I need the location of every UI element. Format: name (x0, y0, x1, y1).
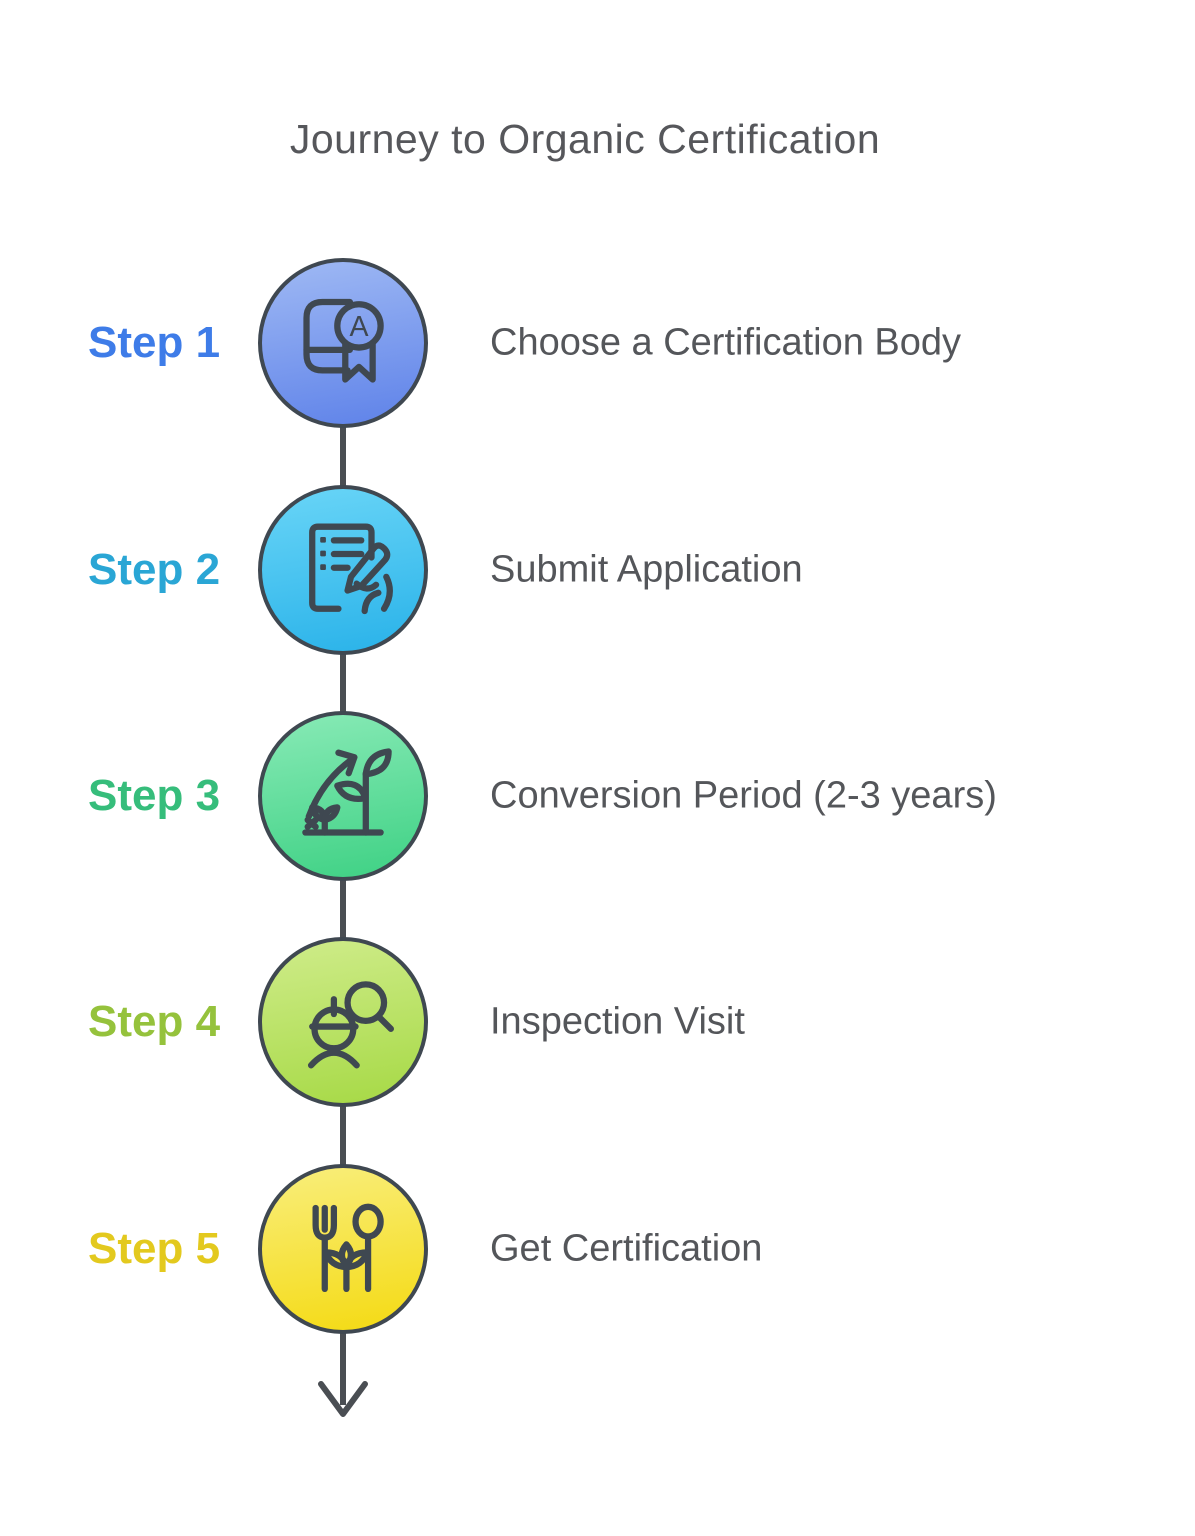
step-2-circle (258, 485, 428, 655)
plant-growth-icon (302, 748, 392, 836)
page-title: Journey to Organic Certification (289, 116, 881, 162)
arrow-down-icon (318, 1381, 368, 1417)
step-row-1: Step 1 A Choose a Certification Body (0, 258, 1195, 428)
step-row-4: Step 4 Inspection Visit (0, 937, 1195, 1107)
step-4-circle (258, 937, 428, 1107)
step-5-label: Step 5 (88, 1224, 221, 1273)
step-3-description: Conversion Period (2-3 years) (490, 774, 997, 817)
badge-letter: A (349, 311, 368, 343)
inspector-magnifier-icon (307, 981, 395, 1069)
step-3-circle (258, 711, 428, 881)
step-2-description: Submit Application (490, 548, 803, 591)
application-form-icon (309, 523, 393, 615)
step-1-label: Step 1 (88, 318, 221, 367)
step-4-description: Inspection Visit (490, 1000, 745, 1043)
step-1-circle: A (258, 258, 428, 428)
step-2-label: Step 2 (88, 545, 221, 594)
step-5-circle (258, 1164, 428, 1334)
step-3-label: Step 3 (88, 771, 221, 820)
step-4-label: Step 4 (88, 997, 221, 1046)
fork-spoon-leaf-icon (312, 1203, 384, 1293)
step-1-description: Choose a Certification Body (490, 321, 962, 364)
step-row-5: Step 5 Get Certification (0, 1164, 1195, 1334)
certificate-badge-icon: A (303, 298, 384, 383)
step-5-description: Get Certification (490, 1227, 763, 1270)
step-row-2: Step 2 Submit Application (0, 485, 1195, 655)
step-row-3: Step 3 Conversion Period (2-3 years) (0, 711, 1195, 881)
